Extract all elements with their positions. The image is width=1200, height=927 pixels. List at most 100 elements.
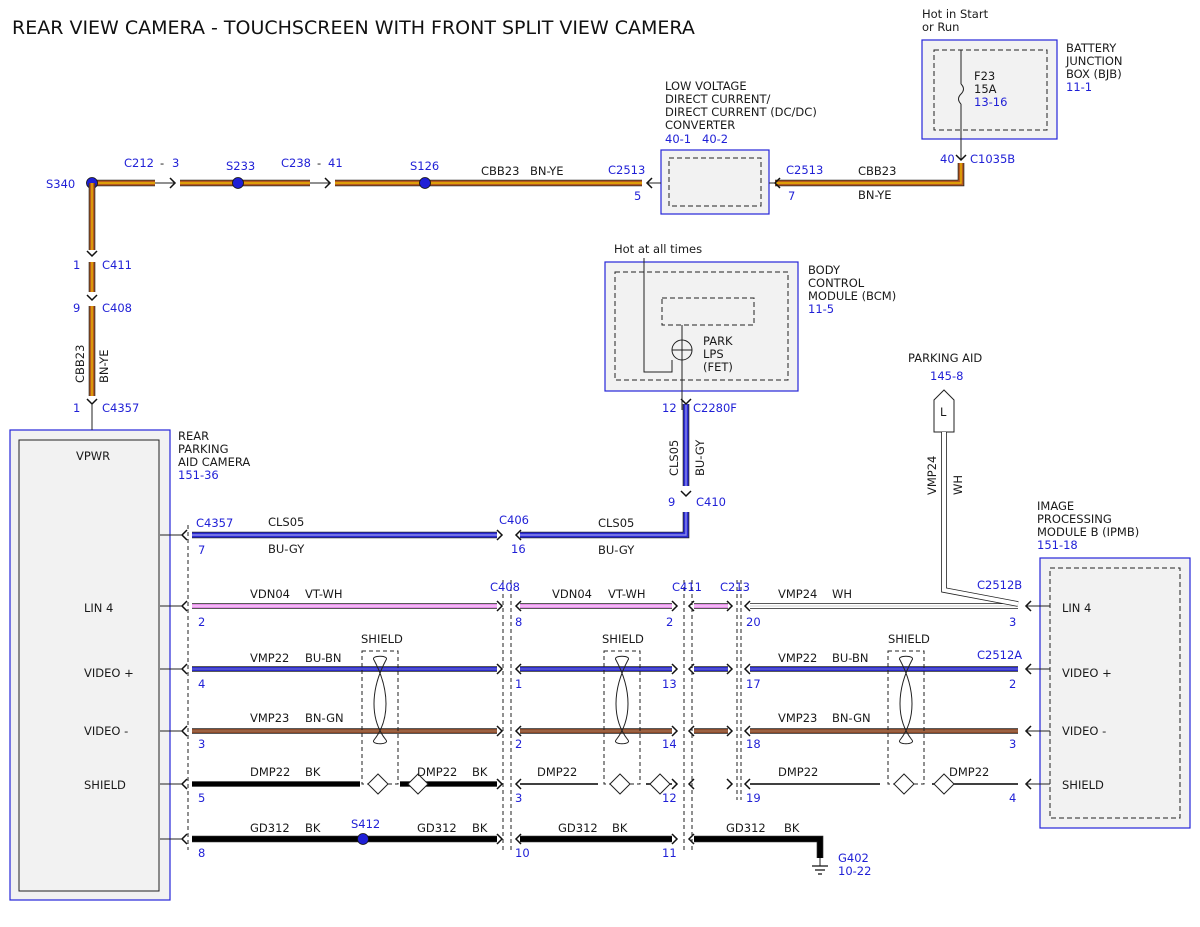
c238-pin: 41 [328,156,343,170]
lin-vert-circuit: VMP24 [925,456,939,495]
lin-vert [942,432,1019,606]
vm-pin-5: 3 [1009,737,1016,751]
c2280f-chevron [680,398,692,406]
c212-label: C212 [124,156,154,170]
shield-seg4-circuit: DMP22 [778,765,818,779]
fuse-amp: 15A [974,82,997,96]
vm-pin-3: 14 [662,737,677,751]
shield-1-twist-icon [373,655,387,745]
shield-seg3-circuit: DMP22 [537,765,577,779]
shield-seg5-circuit: DMP22 [949,765,989,779]
gnd-seg3-circuit: GD312 [558,821,598,835]
c4357-chevron [86,398,98,406]
splice-s233: S233 [226,159,255,173]
c408-row-chevron-a-lin [496,600,504,612]
top-wire-labels: S340 C212 - 3 S233 C238 - 41 S126 CBB23 … [46,156,896,203]
vertical-power-labels: 1 C411 9 C408 CBB23 BN-YE 1 C4357 [73,258,139,415]
right-wire-circuit: CBB23 [858,164,896,178]
shield-2-drain-right-icon [649,773,671,795]
bcm-connector: C2280F [693,401,737,415]
dcdc-name-line2: DIRECT CURRENT/ [665,92,771,106]
cls05-seg2-color: BU-GY [598,543,635,557]
shield-2-box [603,650,641,785]
c408-pin: 9 [73,301,80,315]
vp-pin-3: 13 [662,677,677,691]
vp-seg1-color: BU-BN [305,651,342,665]
camera-ref: 151-36 [178,468,219,482]
shield-label-1: SHIELD [361,632,403,646]
lin-seg3-circuit: VMP24 [778,587,817,601]
gnd-seg4-circuit: GD312 [726,821,766,835]
c213-row-chevron-a-sh [726,778,734,790]
ipmb-conn-video: C2512A [977,648,1022,662]
c408-chevron [86,294,98,302]
c406-chevron-a [496,529,504,541]
gnd-pin-2: 10 [515,846,530,860]
gnd-pin-1: 8 [198,846,205,860]
c213-row-chevron-b-vm [743,725,751,737]
lin-pin-4: 20 [746,615,761,629]
parking-aid-connector-icon [933,389,955,433]
vertical-circuit: CBB23 [73,345,87,383]
ipmb-pin-video-plus: VIDEO + [1062,666,1112,680]
dcdc-right-pin: 7 [788,189,795,203]
c406-chevron-b [514,529,522,541]
dcdc-name-line3: DIRECT CURRENT (DC/DC) [665,105,817,119]
ipmb-name-line2: PROCESSING [1037,512,1112,526]
ipmb-module: IMAGE PROCESSING MODULE B (IPMB) 151-18 … [977,499,1191,829]
shield-1-drain-left-icon [367,773,389,795]
shield-seg2-circuit: DMP22 [417,765,457,779]
c411-row-chevron-a-sh [671,778,679,790]
dcdc-right-conn: C2513 [786,163,823,177]
parking-aid-name: PARKING AID [908,351,982,365]
shield-seg1-color: BK [305,765,321,779]
bjb-pin: 40 [940,152,955,166]
c406-pin: 16 [511,542,526,556]
vp-pin-5: 2 [1009,677,1016,691]
sh-pin-3: 12 [662,791,677,805]
c408-label: C408 [102,301,132,315]
dcdc-ref1: 40-1 [665,132,691,146]
fuse-icon [958,83,964,105]
bjb-connector: C1035B [970,152,1015,166]
camera-module: REAR PARKING AID CAMERA 151-36 VPWR LIN … [9,429,250,901]
c213-row-chevron-b-sh [743,778,751,790]
c411-row-chevron-a-vm [671,725,679,737]
gd-seg3 [694,836,823,858]
top-wire-right-stripe [775,163,962,184]
vp-seg3-circuit: VMP22 [778,651,817,665]
bcm-ref: 11-5 [808,302,834,316]
vm-seg1-color: BN-GN [305,711,344,725]
gnd-seg4-color: BK [784,821,800,835]
lin-vert-color: WH [951,475,965,495]
c411-chevron [86,250,98,258]
top-wire-color: BN-YE [530,164,564,178]
gnd-pin-3: 11 [662,846,677,860]
lin-pin-2: 8 [515,615,522,629]
video-minus-labels: VMP23 BN-GN VMP23 BN-GN 3 2 14 18 3 [198,711,1016,751]
ipmb-ref: 151-18 [1037,538,1078,552]
cam-chevron-gd [180,833,188,845]
bcm-name-line3: MODULE (BCM) [808,289,896,303]
shield-1-box [361,650,399,785]
camera-pin-vpwr: VPWR [76,449,110,463]
lin-pin-5: 3 [1009,615,1016,629]
ipmb-pin-video-minus: VIDEO - [1062,724,1106,738]
c408-row-chevron-b-vp [514,663,522,675]
bcm-switch-line3: (FET) [703,360,733,374]
top-wire-circuit: CBB23 [481,164,519,178]
vp-pin-4: 17 [746,677,761,691]
shield-1-drain-right-icon [407,773,429,795]
gnd-seg1-circuit: GD312 [250,821,290,835]
c410-pin: 9 [668,495,675,509]
vp-pin-1: 4 [198,677,205,691]
vp-pin-2: 1 [515,677,522,691]
gnd-seg1-color: BK [305,821,321,835]
splice-s340: S340 [46,177,75,191]
lin-conn-c411: C411 [672,580,702,594]
lin-labels: VMP24 WH VDN04 VT-WH C408 VDN04 VT-WH C4… [198,456,1016,629]
vm-seg3-color: BN-GN [832,711,871,725]
splice-s126: S126 [410,159,439,173]
splice-s126-dot [419,177,431,189]
ipmb-name-line3: MODULE B (IPMB) [1037,525,1139,539]
